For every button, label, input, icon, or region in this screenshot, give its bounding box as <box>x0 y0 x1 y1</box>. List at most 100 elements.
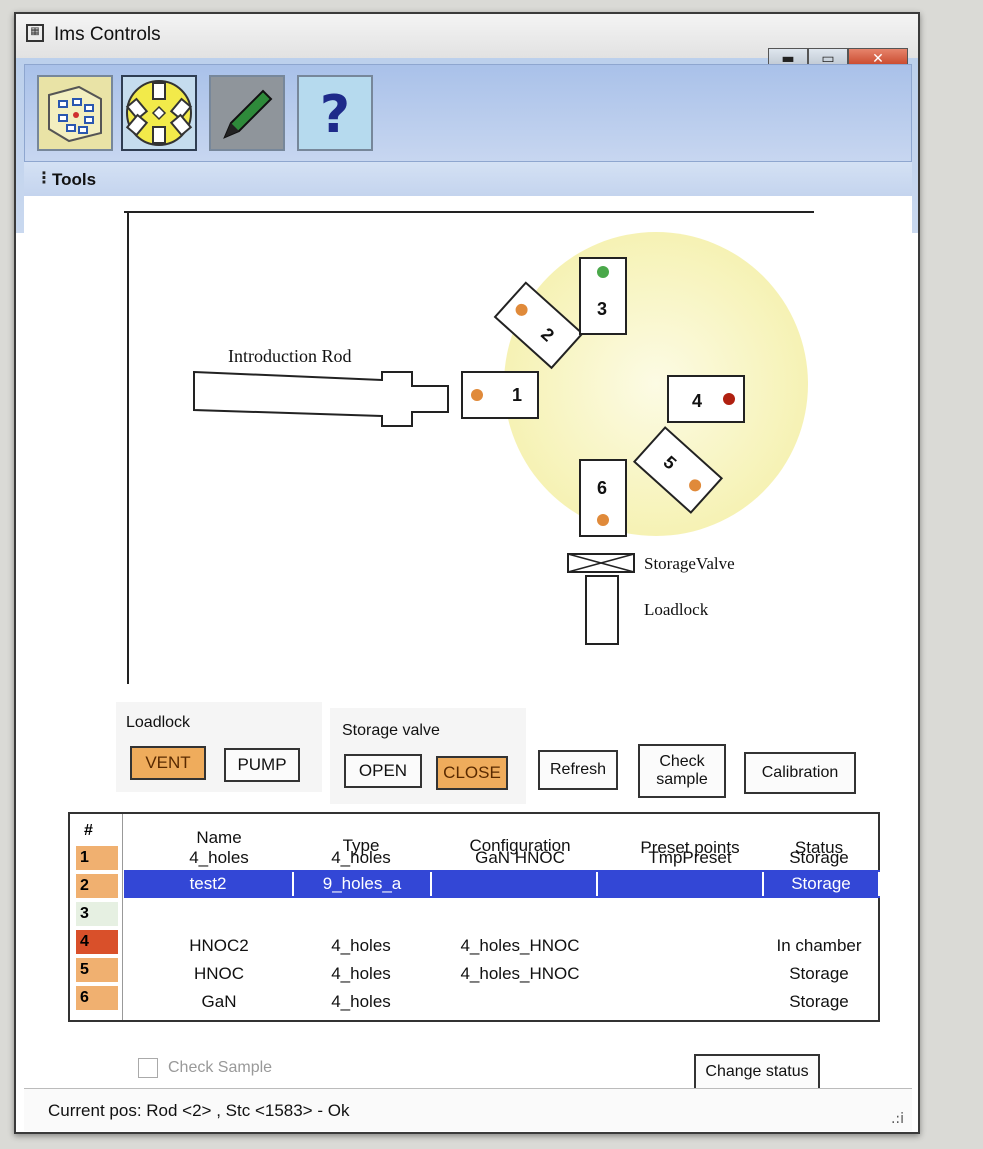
check-sample-checkbox[interactable]: Check Sample <box>138 1058 272 1078</box>
row-4-type[interactable]: 4_holes <box>331 936 391 955</box>
header-configuration[interactable]: Configuration <box>469 836 571 855</box>
row-2-configuration[interactable] <box>432 872 598 896</box>
slot-6-dot <box>597 514 609 526</box>
row-2-name[interactable]: test2 <box>124 872 294 896</box>
slot-number-2[interactable]: 2 <box>76 874 118 898</box>
row-6-name[interactable]: GaN <box>201 992 237 1011</box>
slot-number-1[interactable]: 1 <box>76 846 118 870</box>
title-bar[interactable]: ▦ Ims Controls <box>16 14 918 58</box>
row-2-preset[interactable] <box>598 872 764 896</box>
slot-number-5[interactable]: 5 <box>76 958 118 982</box>
slot-6[interactable]: 6 <box>579 459 627 537</box>
storage-valve[interactable] <box>567 553 635 573</box>
status-bar: Current pos: Rod <2> , Stc <1583> - Ok .… <box>24 1088 912 1131</box>
check-sample-line2: sample <box>656 771 708 788</box>
carousel <box>504 232 808 536</box>
row-4-preset[interactable] <box>610 934 770 958</box>
row-5-status[interactable]: Storage <box>789 964 849 983</box>
tools-label: Tools <box>52 170 97 189</box>
row-3-name[interactable] <box>154 902 284 926</box>
slot-2[interactable]: 2 <box>493 281 584 370</box>
row-1-status[interactable]: Storage <box>789 848 849 867</box>
pump-button[interactable]: PUMP <box>224 748 300 782</box>
resize-grip-icon[interactable]: .:i <box>890 1111 904 1127</box>
row-3-status[interactable] <box>756 902 882 926</box>
check-sample-button[interactable]: Check sample <box>638 744 726 798</box>
slot-1[interactable]: 1 <box>461 371 539 419</box>
row-3-configuration[interactable] <box>440 902 600 926</box>
vent-button[interactable]: VENT <box>130 746 206 780</box>
storage-valve-label: StorageValve <box>644 554 735 573</box>
storage-valve-group-label: Storage valve <box>342 722 440 739</box>
help-icon: ? <box>319 85 351 145</box>
row-5-type[interactable]: 4_holes <box>331 964 391 983</box>
row-2-status[interactable]: Storage <box>764 872 880 896</box>
chamber-map-icon <box>48 85 102 143</box>
header-type[interactable]: Type <box>342 836 380 855</box>
chamber-map-button[interactable] <box>37 75 113 151</box>
sample-table: # Name Type Configuration Preset points … <box>68 812 880 1022</box>
row-2-type[interactable]: 9_holes_a <box>294 872 432 896</box>
help-button[interactable]: ? <box>297 75 373 151</box>
row-4-configuration[interactable]: 4_holes_HNOC <box>460 936 580 955</box>
ims-controls-window: ▦ Ims Controls ▬ ▭ ✕ <box>14 12 920 1134</box>
row-6-configuration[interactable] <box>440 990 600 1014</box>
header-preset-points[interactable]: Preset points <box>640 838 740 857</box>
carousel-button[interactable] <box>121 75 197 151</box>
pen-icon <box>223 89 273 139</box>
row-1-configuration[interactable]: GaN HNOC <box>475 848 565 867</box>
slot-1-dot <box>471 389 483 401</box>
slot-5[interactable]: 5 <box>632 426 724 514</box>
slot-number-3[interactable]: 3 <box>76 902 118 926</box>
slot-3-dot <box>597 266 609 278</box>
app-icon: ▦ <box>26 24 44 42</box>
row-1-type[interactable]: 4_holes <box>331 848 391 867</box>
row-6-type[interactable]: 4_holes <box>331 992 391 1011</box>
introduction-rod[interactable] <box>193 370 449 427</box>
calibration-button[interactable]: Calibration <box>744 752 856 794</box>
slot-number-4[interactable]: 4 <box>76 930 118 954</box>
slot-3[interactable]: 3 <box>579 257 627 335</box>
slot-3-label: 3 <box>597 299 607 319</box>
row-3-preset[interactable] <box>610 902 770 926</box>
check-sample-line1: Check <box>659 753 705 770</box>
slot-number-column: # <box>70 814 123 1020</box>
check-sample-checkbox-label: Check Sample <box>168 1059 273 1076</box>
row-4-status[interactable]: In chamber <box>776 936 862 955</box>
selected-row-highlight[interactable] <box>124 870 880 898</box>
toolbar: ? <box>24 64 912 162</box>
main-panel: Introduction Rod 1 2 3 4 <box>24 196 912 1090</box>
slot-4-dot <box>723 393 735 405</box>
status-text: Current pos: Rod <2> , Stc <1583> - Ok <box>48 1101 350 1120</box>
slot-5-dot <box>689 479 702 492</box>
header-status[interactable]: Status <box>794 838 844 857</box>
slot-number-6[interactable]: 6 <box>76 986 118 1010</box>
num-header: # <box>84 822 93 839</box>
row-5-name[interactable]: HNOC <box>193 964 245 983</box>
row-6-status[interactable]: Storage <box>789 992 849 1011</box>
loadlock-group-label: Loadlock <box>126 714 191 731</box>
row-5-preset[interactable] <box>610 962 770 986</box>
row-1-preset[interactable]: TmpPreset <box>648 848 732 867</box>
change-status-button[interactable]: Change status <box>694 1054 820 1090</box>
carousel-icon <box>125 80 193 146</box>
row-4-name[interactable]: HNOC2 <box>189 936 249 955</box>
row-5-configuration[interactable]: 4_holes_HNOC <box>460 964 580 983</box>
open-button[interactable]: OPEN <box>344 754 422 788</box>
slot-1-label: 1 <box>512 385 522 405</box>
slot-4[interactable]: 4 <box>667 375 745 423</box>
slot-6-label: 6 <box>597 478 607 498</box>
refresh-button[interactable]: Refresh <box>538 750 618 790</box>
close-valve-button[interactable]: CLOSE <box>436 756 508 790</box>
row-1-name[interactable]: 4_holes <box>189 848 249 867</box>
edit-button[interactable] <box>209 75 285 151</box>
tools-bar: ⋮ Tools <box>24 162 912 197</box>
grip-icon[interactable]: ⋮ <box>36 168 52 187</box>
checkbox-box[interactable] <box>138 1058 158 1078</box>
row-3-type[interactable] <box>296 902 426 926</box>
loadlock-chamber[interactable] <box>585 575 619 645</box>
row-6-preset[interactable] <box>610 990 770 1014</box>
rod-label: Introduction Rod <box>228 346 352 366</box>
window-title: Ims Controls <box>54 24 161 45</box>
header-name[interactable]: Name <box>196 828 242 847</box>
